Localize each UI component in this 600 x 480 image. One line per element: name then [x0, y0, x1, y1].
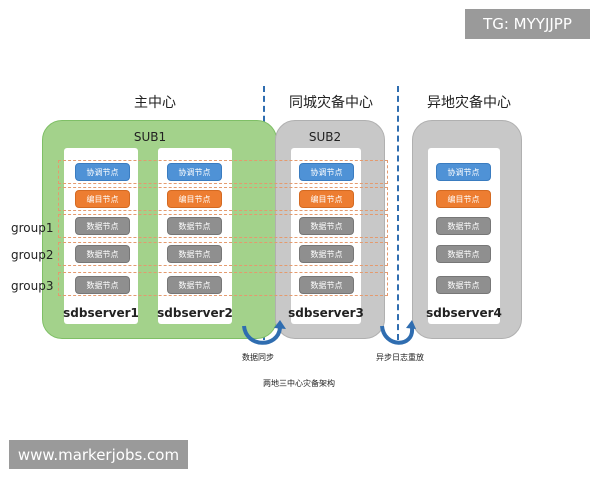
server4-data-node-2: 数据节点 — [436, 245, 491, 263]
server3-data-node-2: 数据节点 — [299, 245, 354, 263]
sync-label: 数据同步 — [242, 353, 274, 362]
replay-label: 异步日志重放 — [376, 353, 424, 362]
server1-data-node-3: 数据节点 — [75, 276, 130, 294]
sync-arrow-icon — [242, 325, 282, 345]
replay-arrow-icon — [380, 325, 415, 345]
server3-data-node-1: 数据节点 — [299, 217, 354, 235]
band-coord — [58, 160, 388, 184]
group3-label: group3 — [11, 279, 54, 293]
tag-badge: TG: MYYJJPP — [465, 9, 590, 39]
main-center-title: 主中心 — [134, 95, 176, 111]
server2-data-node-3: 数据节点 — [167, 276, 222, 294]
server1-data-node-1: 数据节点 — [75, 217, 130, 235]
band-group2 — [58, 242, 388, 266]
band-catalog — [58, 187, 388, 211]
server4-data-node-3: 数据节点 — [436, 276, 491, 294]
replication-arrows — [242, 320, 416, 345]
group1-label: group1 — [11, 221, 54, 235]
sub1-label: SUB1 — [133, 130, 167, 144]
server3-catalog-node: 编目节点 — [299, 190, 354, 208]
watermark-badge: www.markerjobs.com — [9, 440, 188, 469]
band-group3 — [58, 272, 388, 296]
server3-name: sdbserver3 — [288, 306, 364, 320]
server4-catalog-node: 编目节点 — [436, 190, 491, 208]
server4-coord-node: 协调节点 — [436, 163, 491, 181]
divider-samecity-remote — [397, 86, 399, 340]
server4-name: sdbserver4 — [426, 306, 502, 320]
server2-name: sdbserver2 — [157, 306, 233, 320]
server4-data-node-1: 数据节点 — [436, 217, 491, 235]
server2-coord-node: 协调节点 — [167, 163, 222, 181]
same-city-center-title: 同城灾备中心 — [289, 95, 373, 111]
remote-center-title: 异地灾备中心 — [427, 95, 511, 111]
sync-arrow-head-icon — [274, 320, 286, 329]
server1-name: sdbserver1 — [63, 306, 139, 320]
server1-coord-node: 协调节点 — [75, 163, 130, 181]
server2-data-node-1: 数据节点 — [167, 217, 222, 235]
diagram-caption: 两地三中心灾备架构 — [263, 379, 335, 388]
replay-arrow-head-icon — [406, 320, 416, 329]
group2-label: group2 — [11, 248, 54, 262]
server3-data-node-3: 数据节点 — [299, 276, 354, 294]
server3-coord-node: 协调节点 — [299, 163, 354, 181]
server2-catalog-node: 编目节点 — [167, 190, 222, 208]
server2-data-node-2: 数据节点 — [167, 245, 222, 263]
server1-data-node-2: 数据节点 — [75, 245, 130, 263]
band-group1 — [58, 214, 388, 238]
sub2-label: SUB2 — [308, 130, 342, 144]
server1-catalog-node: 编目节点 — [75, 190, 130, 208]
